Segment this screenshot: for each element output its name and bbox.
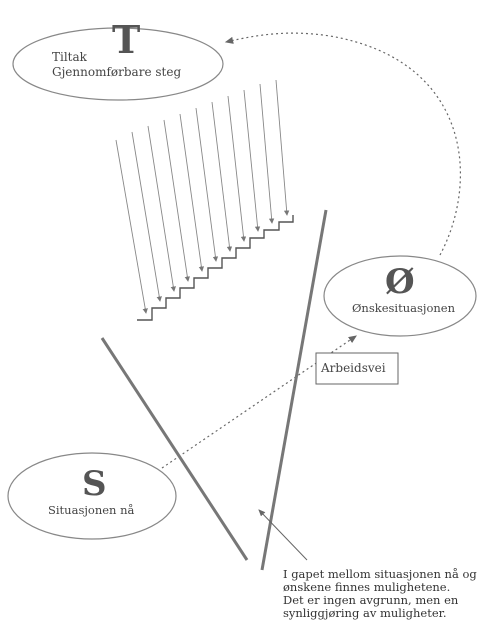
- arbeidsvei-box: Arbeidsvei: [315, 352, 399, 385]
- step-arrow: [131, 131, 162, 302]
- step-arrow: [211, 101, 233, 252]
- tiltak-letter: T: [112, 17, 140, 62]
- caption-line-3: Det er ingen avgrunn, men en: [283, 593, 459, 607]
- tiltak-subtitle: Gjennomførbare steg: [52, 65, 181, 79]
- gap-pointer-arrow: [258, 509, 308, 561]
- node-tiltak: T Tiltak Gjennomførbare steg: [12, 17, 224, 101]
- situasjon-label: Situasjonen nå: [48, 503, 135, 517]
- onske-ellipse: [323, 255, 477, 337]
- onske-letter: Ø: [385, 262, 415, 302]
- onske-label: Ønskesituasjonen: [352, 301, 456, 315]
- arbeidsvei-label: Arbeidsvei: [320, 361, 386, 375]
- caption: I gapet mellom situasjonen nå og ønskene…: [283, 568, 483, 620]
- tiltak-ellipse: [12, 27, 224, 101]
- situasjon-ellipse: [7, 452, 177, 540]
- caption-line-1: I gapet mellom situasjonen nå og: [283, 567, 477, 581]
- gap-line-left: [100, 337, 249, 561]
- staircase: [137, 215, 294, 321]
- step-arrow: [163, 119, 191, 282]
- step-arrow: [227, 95, 247, 242]
- caption-line-2: ønskene finnes mulighetene.: [283, 580, 451, 594]
- node-onskesituasjonen: Ø Ønskesituasjonen: [323, 255, 477, 337]
- tiltak-title: Tiltak: [52, 50, 88, 64]
- step-arrow: [147, 125, 176, 292]
- step-arrow: [243, 89, 261, 232]
- situasjon-letter: S: [82, 464, 107, 504]
- arbeidsvei-rect: [315, 352, 399, 385]
- step-arrow: [115, 139, 148, 314]
- step-arrow: [179, 113, 205, 272]
- step-arrow: [259, 83, 275, 224]
- step-arrows: [115, 79, 290, 314]
- node-situasjonen-na: S Situasjonen nå: [7, 452, 177, 540]
- step-arrow: [275, 79, 290, 216]
- gap-line-right: [260, 209, 328, 571]
- step-arrow: [195, 107, 219, 262]
- caption-line-4: synliggjøring av muligheter.: [283, 606, 447, 620]
- feedback-arrow: [224, 32, 462, 256]
